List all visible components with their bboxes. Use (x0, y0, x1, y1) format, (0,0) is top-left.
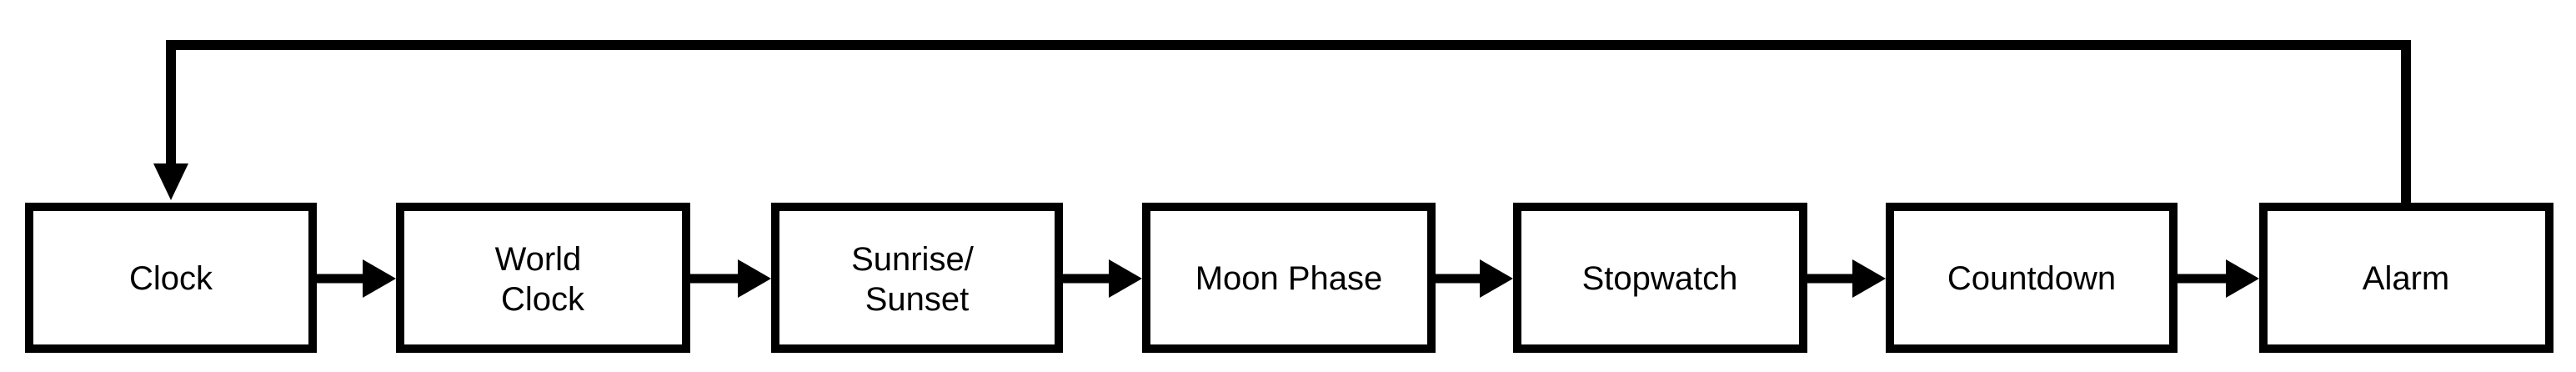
node-world-clock-label-line-1: Clock (501, 281, 585, 318)
edge-4-arrowhead-icon (1480, 259, 1513, 298)
node-stopwatch-label-line-0: Stopwatch (1582, 260, 1738, 297)
edge-3-arrowhead-icon (1109, 259, 1142, 298)
node-alarm-box (2259, 203, 2553, 353)
node-stopwatch[interactable]: Stopwatch (1513, 203, 1807, 353)
node-clock-label: Clock (129, 260, 213, 297)
edge-5-arrowhead-icon (1852, 259, 1886, 298)
node-stopwatch-box (1513, 203, 1807, 353)
node-world-clock-label: World Clock (495, 241, 591, 318)
node-sunrise-sunset-label-line-0: Sunrise/ (851, 241, 975, 278)
node-moon-phase-label: Moon Phase (1195, 260, 1383, 297)
edge-stopwatch-to-countdown[interactable] (1807, 259, 1886, 298)
node-moon-phase[interactable]: Moon Phase (1142, 203, 1436, 353)
node-alarm-label-line-0: Alarm (2363, 260, 2449, 297)
edge-1-arrowhead-icon (363, 259, 396, 298)
edge-alarm-to-clock[interactable] (153, 40, 2411, 203)
edge-world-clock-to-sunrise-sunset[interactable] (690, 259, 771, 298)
node-clock-label-line-0: Clock (129, 260, 213, 297)
node-sunrise-sunset-label: Sunrise/ Sunset (851, 241, 983, 318)
node-alarm-label: Alarm (2363, 260, 2449, 297)
feedback-loop-arrowhead-icon (153, 163, 188, 200)
node-countdown-label-line-0: Countdown (1947, 260, 2116, 297)
node-world-clock-box (396, 203, 690, 353)
node-clock[interactable]: Clock (25, 203, 317, 353)
node-countdown-box (1886, 203, 2178, 353)
node-alarm[interactable]: Alarm (2259, 203, 2553, 353)
node-moon-phase-label-line-0: Moon Phase (1195, 260, 1383, 297)
node-sunrise-sunset[interactable]: Sunrise/ Sunset (771, 203, 1063, 353)
node-countdown-label: Countdown (1947, 260, 2116, 297)
node-world-clock[interactable]: World Clock (396, 203, 690, 353)
node-sunrise-sunset-box (771, 203, 1063, 353)
node-world-clock-label-line-0: World (495, 241, 582, 278)
node-stopwatch-label: Stopwatch (1582, 260, 1738, 297)
node-moon-phase-box (1142, 203, 1436, 353)
node-sunrise-sunset-label-line-1: Sunset (865, 281, 970, 318)
edge-sunrise-sunset-to-moon-phase[interactable] (1063, 259, 1142, 298)
feedback-loop-path (166, 40, 2411, 203)
node-clock-box (25, 203, 317, 353)
edge-countdown-to-alarm[interactable] (2178, 259, 2259, 298)
edge-moon-phase-to-stopwatch[interactable] (1436, 259, 1513, 298)
edge-6-arrowhead-icon (2226, 259, 2259, 298)
node-countdown[interactable]: Countdown (1886, 203, 2178, 353)
edge-clock-to-world-clock[interactable] (317, 259, 396, 298)
edge-2-arrowhead-icon (738, 259, 771, 298)
